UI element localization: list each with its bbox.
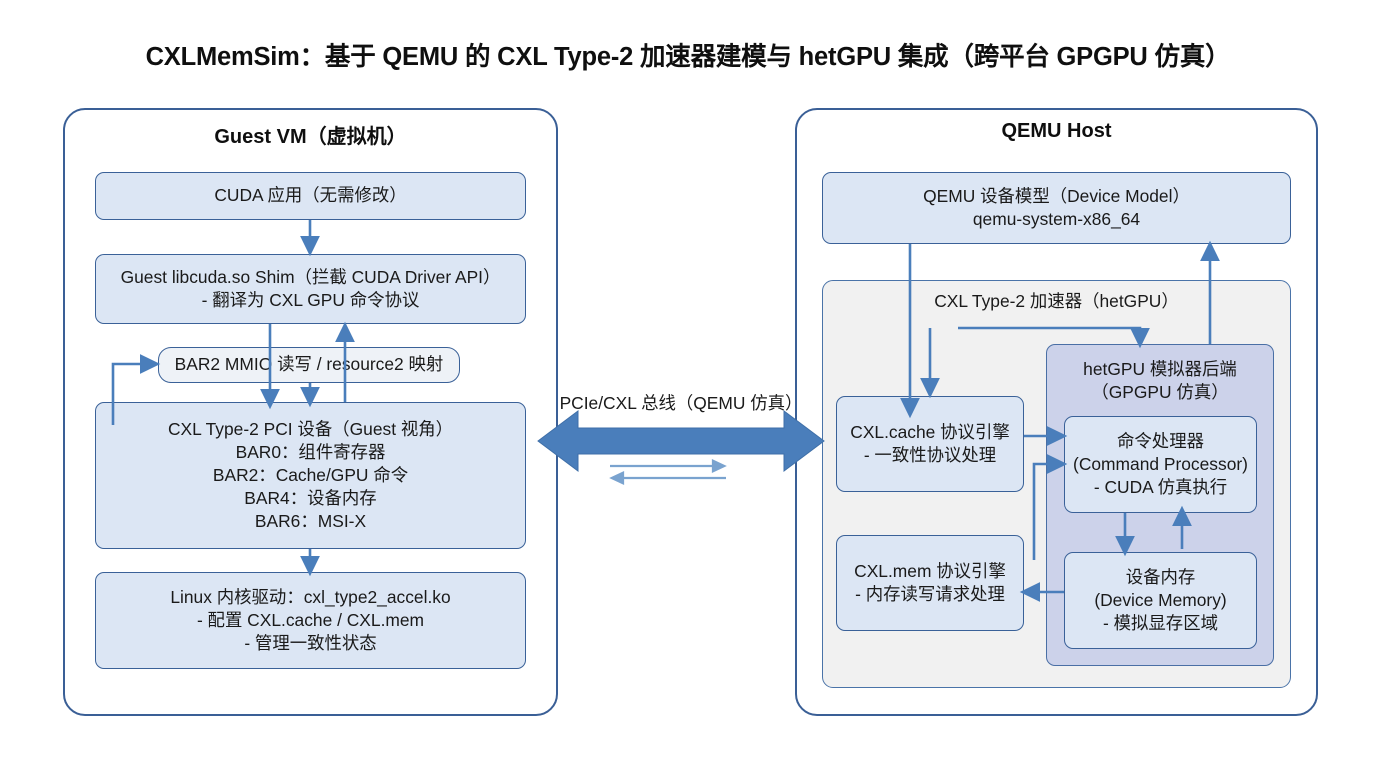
node-pci-device-line-4: BAR4：设备内存 bbox=[244, 488, 377, 509]
node-bar2-mmio: BAR2 MMIO 读写 / resource2 映射 bbox=[158, 347, 460, 383]
node-command-processor-line-2: (Command Processor) bbox=[1073, 453, 1248, 474]
node-qemu-device-model: QEMU 设备模型（Device Model） qemu-system-x86_… bbox=[822, 172, 1291, 244]
node-cxl-mem-engine-line-2: - 内存读写请求处理 bbox=[855, 584, 1005, 604]
node-cuda-app-line-1: CUDA 应用（无需修改） bbox=[214, 185, 407, 206]
node-kernel-driver: Linux 内核驱动：cxl_type2_accel.ko - 配置 CXL.c… bbox=[95, 572, 526, 669]
node-command-processor-line-3: - CUDA 仿真执行 bbox=[1093, 477, 1228, 498]
node-kernel-driver-line-3: - 管理一致性状态 bbox=[244, 633, 377, 654]
node-device-memory-line-1: 设备内存 bbox=[1125, 566, 1196, 587]
node-command-processor-line-1: 命令处理器 bbox=[1117, 430, 1204, 451]
node-libcuda-shim-line-1: Guest libcuda.so Shim（拦截 CUDA Driver API… bbox=[120, 266, 501, 287]
node-cxl-cache-engine-line-1: CXL.cache 协议引擎 bbox=[850, 421, 1010, 442]
node-pci-device: CXL Type-2 PCI 设备（Guest 视角） BAR0：组件寄存器 B… bbox=[95, 402, 526, 549]
node-kernel-driver-line-1: Linux 内核驱动：cxl_type2_accel.ko bbox=[170, 586, 451, 607]
node-pci-device-line-3: BAR2：Cache/GPU 命令 bbox=[212, 464, 409, 485]
node-command-processor: 命令处理器 (Command Processor) - CUDA 仿真执行 bbox=[1064, 416, 1257, 513]
guest-vm-panel-title: Guest VM（虚拟机） bbox=[214, 126, 407, 148]
node-cxl-cache-engine-line-2: - 一致性协议处理 bbox=[863, 445, 997, 465]
node-device-memory-line-3: - 模拟显存区域 bbox=[1103, 613, 1218, 634]
node-libcuda-shim: Guest libcuda.so Shim（拦截 CUDA Driver API… bbox=[95, 254, 526, 324]
node-qemu-device-model-line-2: qemu-system-x86_64 bbox=[972, 209, 1141, 229]
group-cxl-accelerator-label: CXL Type-2 加速器（hetGPU） bbox=[934, 291, 1179, 311]
node-hetgpu-backend-line-2: （GPGPU 仿真） bbox=[1091, 382, 1229, 402]
node-device-memory: 设备内存 (Device Memory) - 模拟显存区域 bbox=[1064, 552, 1257, 649]
node-hetgpu-backend-line-1: hetGPU 模拟器后端 bbox=[1083, 359, 1237, 379]
pcie-cxl-bus-arrow bbox=[537, 410, 825, 472]
page-title: CXLMemSim：基于 QEMU 的 CXL Type-2 加速器建模与 he… bbox=[145, 43, 1231, 71]
node-qemu-device-model-line-1: QEMU 设备模型（Device Model） bbox=[923, 185, 1190, 206]
node-cxl-mem-engine-line-1: CXL.mem 协议引擎 bbox=[854, 560, 1006, 581]
node-cxl-cache-engine: CXL.cache 协议引擎 - 一致性协议处理 bbox=[836, 396, 1024, 492]
node-pci-device-line-5: BAR6：MSI-X bbox=[254, 511, 367, 532]
node-pci-device-line-2: BAR0：组件寄存器 bbox=[235, 441, 386, 462]
bus-flow-arrows bbox=[609, 458, 727, 486]
qemu-host-panel-title: QEMU Host bbox=[1001, 120, 1112, 142]
node-bar2-mmio-line-1: BAR2 MMIO 读写 / resource2 映射 bbox=[174, 354, 444, 375]
bus-label: PCIe/CXL 总线（QEMU 仿真） bbox=[559, 393, 803, 413]
node-cuda-app: CUDA 应用（无需修改） bbox=[95, 172, 526, 220]
node-cxl-mem-engine: CXL.mem 协议引擎 - 内存读写请求处理 bbox=[836, 535, 1024, 631]
node-kernel-driver-line-2: - 配置 CXL.cache / CXL.mem bbox=[196, 609, 425, 630]
node-pci-device-line-1: CXL Type-2 PCI 设备（Guest 视角） bbox=[167, 418, 454, 439]
node-libcuda-shim-line-2: - 翻译为 CXL GPU 命令协议 bbox=[201, 290, 420, 310]
node-device-memory-line-2: (Device Memory) bbox=[1094, 589, 1227, 610]
